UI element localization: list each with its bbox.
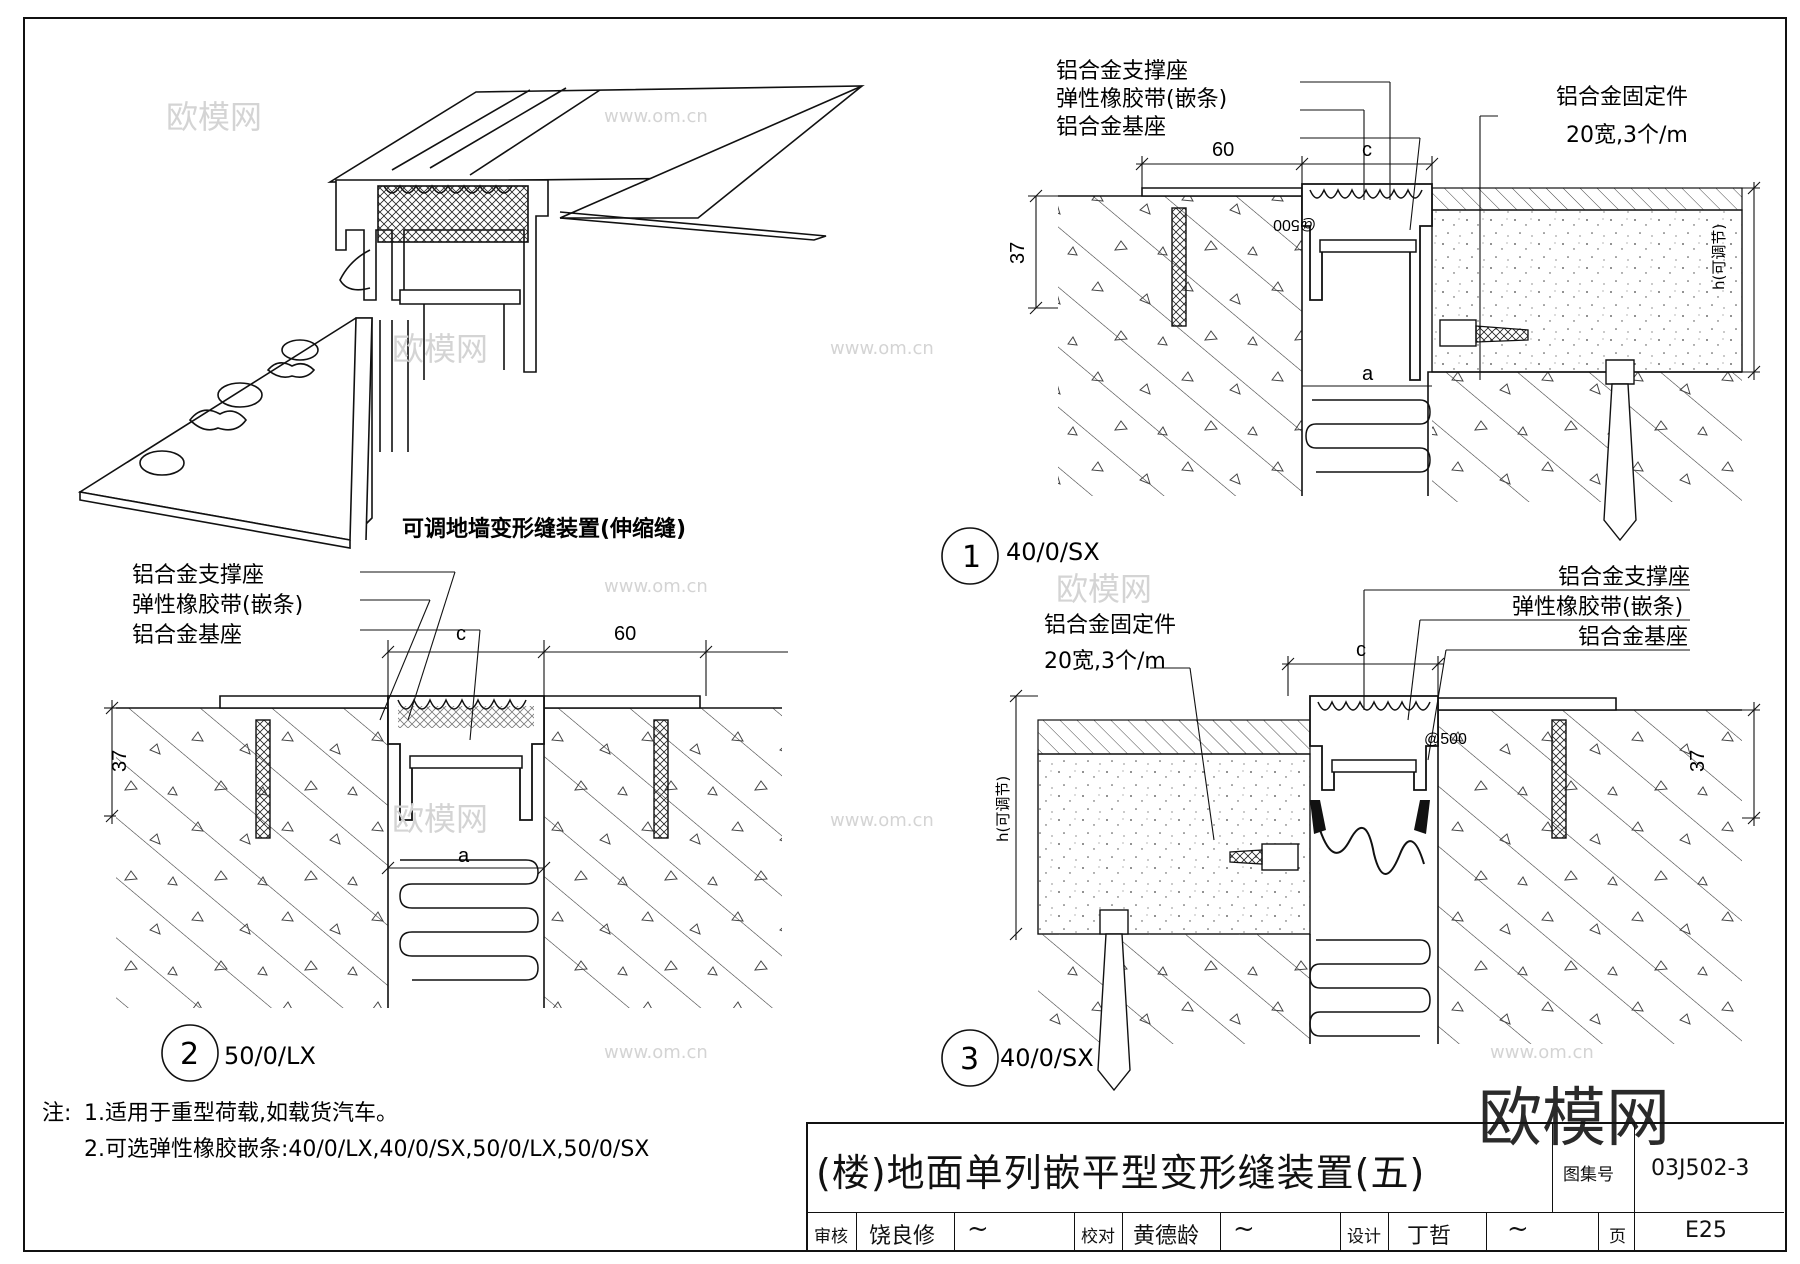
title-block-row-main: (楼)地面单列嵌平型变形缝装置(五) 图集号 03J502-3 bbox=[808, 1124, 1784, 1213]
notes-prefix: 注: bbox=[42, 1101, 71, 1126]
detail2-number: 2 bbox=[180, 1037, 199, 1072]
detail3-number-circle bbox=[941, 1029, 999, 1087]
detail2-code: 50/0/LX bbox=[224, 1042, 316, 1070]
watermarks: 欧模网 www.om.cn 欧模网 www.om.cn 欧模网 www.om.c… bbox=[166, 98, 1594, 1063]
detail2-label-base: 铝合金基座 bbox=[132, 623, 242, 648]
watermark-text: 欧模网 bbox=[1056, 570, 1152, 608]
detail1-fixing-label: 铝合金固定件 bbox=[1556, 85, 1688, 110]
detail3-number: 3 bbox=[960, 1042, 979, 1077]
detail1-dim-spacing: @500 bbox=[1273, 216, 1316, 233]
detail1-dim-height: h(可调节) bbox=[1710, 224, 1728, 290]
detail3-dim-depth: 37 bbox=[1687, 750, 1709, 772]
detail2-label-rubber: 弹性橡胶带(嵌条) bbox=[132, 593, 303, 618]
detail1-dim-opening: a bbox=[1362, 363, 1374, 385]
review-label-cell: 审核 bbox=[808, 1212, 856, 1252]
watermark-text: 欧模网 bbox=[166, 98, 262, 136]
watermark-url: www.om.cn bbox=[604, 1042, 708, 1063]
reviewer-cell: 饶良修 bbox=[856, 1212, 954, 1252]
detail1-dim-top-width: 60 bbox=[1212, 139, 1234, 161]
detail3-code: 40/0/SX bbox=[1000, 1044, 1094, 1072]
check-label: 校对 bbox=[1081, 1227, 1115, 1247]
detail-3: c 37 h(可调节) @500 铝合金支撑座 弹性橡胶带(嵌条) 铝合金基座 … bbox=[941, 565, 1761, 1092]
detail1-number-circle bbox=[941, 527, 999, 585]
detail3-fixing-spec: 20宽,3个/m bbox=[1044, 649, 1166, 674]
detail3-label-support: 铝合金支撑座 bbox=[1558, 565, 1690, 590]
detail1-dim-gap: c bbox=[1362, 139, 1372, 161]
detail3-dim-gap: c bbox=[1356, 639, 1366, 661]
check-label-cell: 校对 bbox=[1074, 1212, 1122, 1252]
page-number: E25 bbox=[1685, 1218, 1727, 1243]
reviewer-signature-cell: ~ bbox=[954, 1212, 1074, 1252]
atlas-label-cell: 图集号 bbox=[1552, 1124, 1634, 1212]
detail1-label-base: 铝合金基座 bbox=[1056, 115, 1166, 140]
checker-signature-cell: ~ bbox=[1220, 1212, 1340, 1252]
design-label: 设计 bbox=[1347, 1227, 1381, 1247]
detail2-label-support: 铝合金支撑座 bbox=[132, 563, 264, 588]
detail1-label-support: 铝合金支撑座 bbox=[1056, 59, 1188, 84]
detail-1: 37 60 c a @500 h(可调节) 铝合金支撑座 弹性橡胶带(嵌条) 铝… bbox=[941, 59, 1761, 585]
atlas-no-cell: 03J502-3 bbox=[1634, 1124, 1784, 1212]
detail3-label-base: 铝合金基座 bbox=[1578, 625, 1688, 650]
page-label: 页 bbox=[1609, 1227, 1626, 1247]
watermark-text: 欧模网 bbox=[392, 330, 488, 368]
detail1-number: 1 bbox=[962, 540, 981, 575]
watermark-url: www.om.cn bbox=[1490, 1042, 1594, 1063]
notes-item-1: 1.适用于重型荷载,如载货汽车。 bbox=[84, 1101, 398, 1126]
detail1-dim-depth: 37 bbox=[1007, 242, 1029, 264]
detail2-number-circle bbox=[161, 1024, 219, 1082]
detail1-code: 40/0/SX bbox=[1006, 538, 1100, 566]
design-label-cell: 设计 bbox=[1340, 1212, 1388, 1252]
detail3-fixing-label: 铝合金固定件 bbox=[1044, 613, 1176, 638]
atlas-number: 03J502-3 bbox=[1651, 1156, 1750, 1181]
checker-signature: ~ bbox=[1233, 1214, 1255, 1244]
title-block-row-signatures: 审核 饶良修 ~ 校对 黄德龄 ~ 设计 丁哲 ~ 页 E25 bbox=[808, 1212, 1784, 1252]
designer-name: 丁哲 bbox=[1407, 1224, 1452, 1249]
detail-2: c 60 37 a 铝合金支撑座 弹性橡胶带(嵌条) 铝合金基座 2 50/0/… bbox=[104, 563, 788, 1082]
watermark-url: www.om.cn bbox=[830, 810, 934, 831]
review-label: 审核 bbox=[814, 1227, 848, 1247]
checker-name: 黄德龄 bbox=[1133, 1224, 1200, 1249]
title-block: (楼)地面单列嵌平型变形缝装置(五) 图集号 03J502-3 审核 饶良修 ~… bbox=[806, 1122, 1784, 1252]
atlas-label: 图集号 bbox=[1563, 1165, 1614, 1185]
designer-signature-cell: ~ bbox=[1486, 1212, 1598, 1252]
watermark-logo-large: 欧模网 bbox=[1478, 1082, 1670, 1156]
page-label-cell: 页 bbox=[1598, 1212, 1634, 1252]
page-no-cell: E25 bbox=[1634, 1212, 1784, 1252]
sheet-border bbox=[23, 17, 1787, 1252]
watermark-text: 欧模网 bbox=[392, 800, 488, 838]
reviewer-signature: ~ bbox=[967, 1214, 989, 1244]
checker-cell: 黄德龄 bbox=[1122, 1212, 1220, 1252]
detail3-label-rubber: 弹性橡胶带(嵌条) bbox=[1512, 595, 1683, 620]
designer-cell: 丁哲 bbox=[1388, 1212, 1486, 1252]
detail3-dim-height: h(可调节) bbox=[994, 776, 1012, 842]
perspective-view bbox=[77, 85, 865, 549]
notes-item-2: 2.可选弹性橡胶嵌条:40/0/LX,40/0/SX,50/0/LX,50/0/… bbox=[84, 1137, 649, 1162]
perspective-caption: 可调地墙变形缝装置(伸缩缝) bbox=[402, 516, 686, 542]
detail3-dim-spacing: @500 bbox=[1424, 731, 1467, 748]
watermark-url: www.om.cn bbox=[604, 576, 708, 597]
detail2-dim-width: 60 bbox=[614, 623, 636, 645]
detail1-fixing-spec: 20宽,3个/m bbox=[1566, 123, 1688, 148]
detail2-dim-gap: c bbox=[456, 623, 466, 645]
watermark-url: www.om.cn bbox=[604, 106, 708, 127]
reviewer-name: 饶良修 bbox=[869, 1224, 936, 1249]
designer-signature: ~ bbox=[1507, 1214, 1529, 1244]
detail2-dim-depth: 37 bbox=[109, 750, 131, 772]
detail2-dim-opening: a bbox=[458, 845, 470, 867]
detail1-label-rubber: 弹性橡胶带(嵌条) bbox=[1056, 87, 1227, 112]
watermark-url: www.om.cn bbox=[830, 338, 934, 359]
drawing-title: (楼)地面单列嵌平型变形缝装置(五) bbox=[816, 1151, 1426, 1195]
